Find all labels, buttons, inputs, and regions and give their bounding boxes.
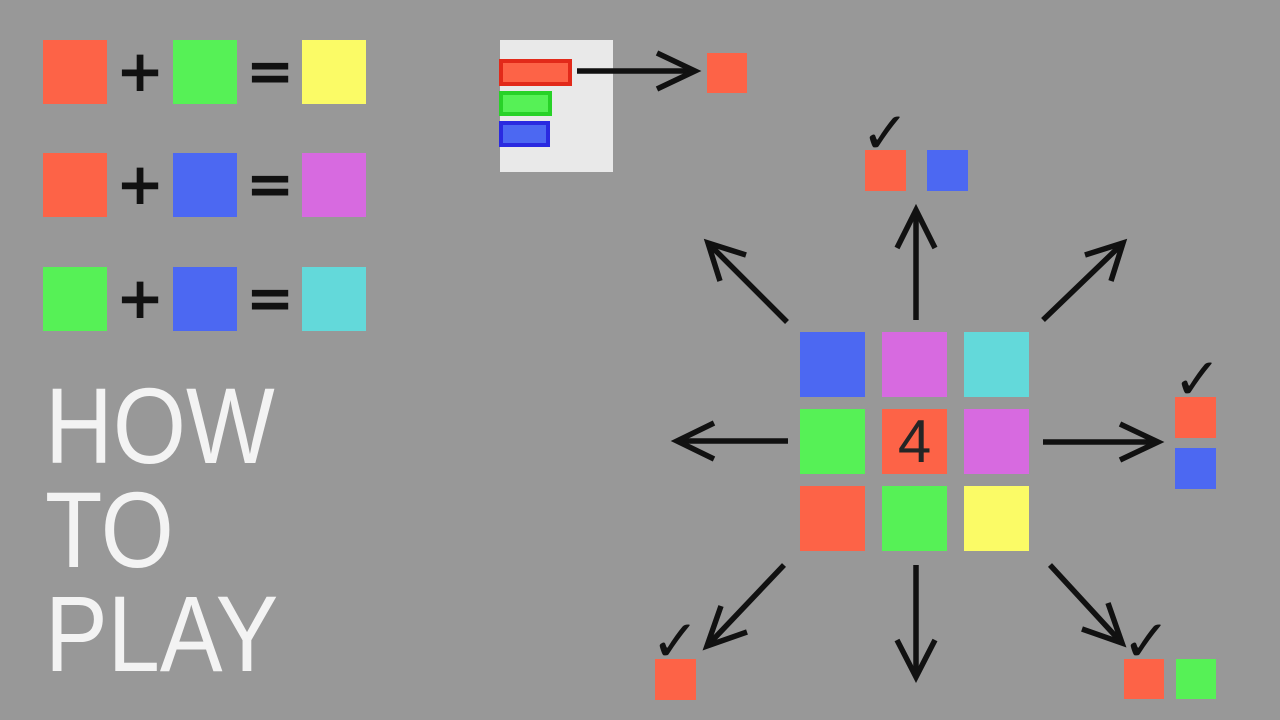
- recipe-1-right-square: [173, 40, 237, 104]
- outcome-bottom-right-square-2: [1176, 659, 1216, 699]
- board-cell-r1c2: [882, 332, 947, 397]
- plus-sign: +: [115, 150, 165, 218]
- arrow-right-icon: [1043, 421, 1165, 463]
- equals-sign: =: [245, 264, 295, 332]
- arrow-up-right-icon: [1041, 238, 1128, 322]
- recipe-3-result-square: [302, 267, 366, 331]
- mix-panel: [499, 40, 613, 172]
- outcome-bottom-right-square-1: [1124, 659, 1164, 699]
- mix-bar-red: [499, 59, 572, 86]
- recipe-2-right-square: [173, 153, 237, 217]
- arrow-left-icon: [670, 420, 788, 462]
- arrow-down-left-icon: [702, 563, 786, 651]
- board-cell-r1c3: [964, 332, 1029, 397]
- arrow-up-icon: [894, 203, 938, 320]
- arrow-down-icon: [894, 565, 938, 684]
- game-board: 4: [800, 332, 1029, 551]
- plus-sign: +: [115, 37, 165, 105]
- board-cell-r2c1: [800, 409, 865, 474]
- recipe-1-left-square: [43, 40, 107, 104]
- board-cell-r3c3: [964, 486, 1029, 551]
- outcome-right-square-2: [1175, 448, 1216, 489]
- mix-output-square: [707, 53, 747, 93]
- board-cell-r2c2: 4: [882, 409, 947, 474]
- title-line-1: HOW: [45, 365, 275, 486]
- outcome-top-square-1: [865, 150, 906, 191]
- outcome-bottom-left-square-1: [655, 659, 696, 700]
- equals-sign: =: [245, 150, 295, 218]
- board-cell-r1c1: [800, 332, 865, 397]
- arrow-down-right-icon: [1047, 563, 1127, 648]
- recipe-1-result-square: [302, 40, 366, 104]
- recipe-3-right-square: [173, 267, 237, 331]
- mix-bar-blue: [499, 121, 550, 147]
- board-cell-r3c2: [882, 486, 947, 551]
- plus-sign: +: [115, 264, 165, 332]
- title-line-3: PLAY: [45, 573, 279, 694]
- recipe-2-result-square: [302, 153, 366, 217]
- mix-bar-green: [499, 91, 552, 116]
- page-title: HOW TO PLAY: [45, 365, 279, 694]
- recipe-2-left-square: [43, 153, 107, 217]
- equals-sign: =: [245, 37, 295, 105]
- moves-counter: 4: [897, 407, 932, 475]
- outcome-top-square-2: [927, 150, 968, 191]
- board-cell-r3c1: [800, 486, 865, 551]
- arrow-up-left-icon: [703, 238, 789, 324]
- recipe-3-left-square: [43, 267, 107, 331]
- title-line-2: TO: [45, 469, 174, 590]
- board-cell-r2c3: [964, 409, 1029, 474]
- outcome-right-square-1: [1175, 397, 1216, 438]
